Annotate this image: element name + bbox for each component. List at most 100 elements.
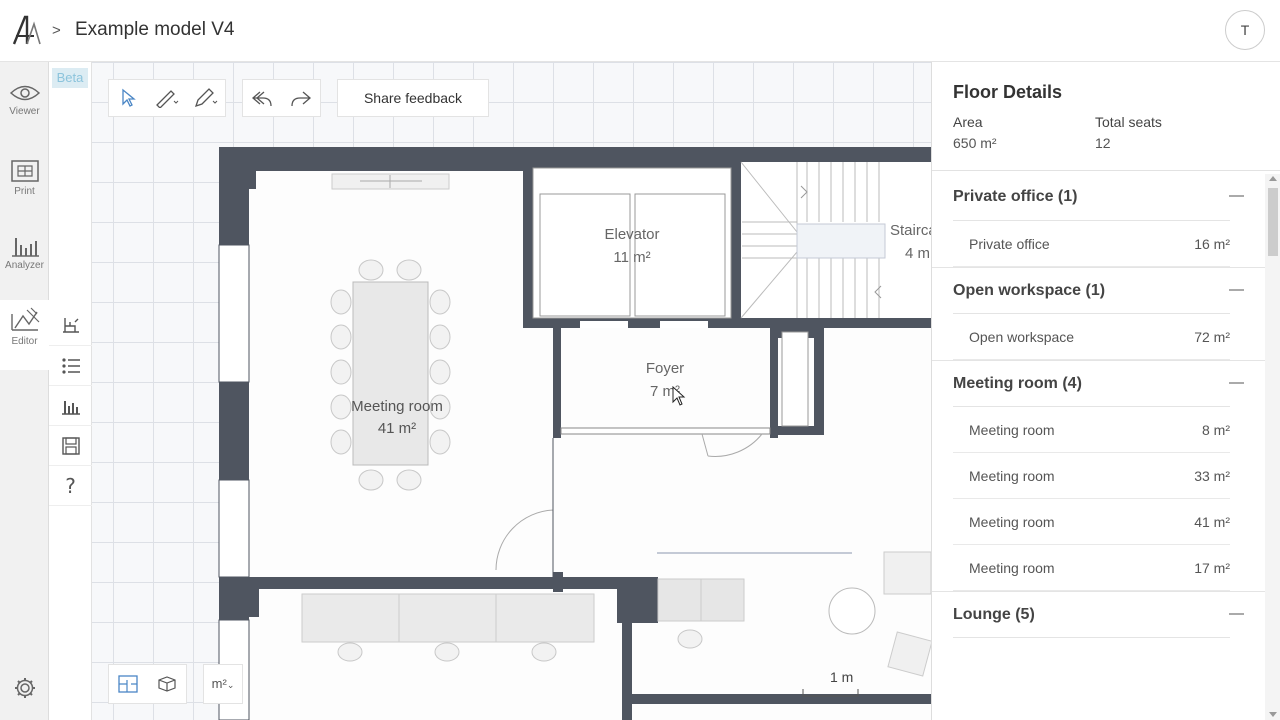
beta-badge: Beta xyxy=(52,68,88,88)
bar-chart-tool-button[interactable] xyxy=(49,386,92,426)
room-label-meeting-room[interactable]: Meeting room 41 m² xyxy=(337,396,457,440)
edit-toolbar xyxy=(108,79,226,117)
item-name: Meeting room xyxy=(969,514,1055,530)
divider xyxy=(953,406,1230,407)
item-area: 33 m² xyxy=(1194,468,1230,484)
draw-tool-button[interactable] xyxy=(186,80,225,116)
item-name: Private office xyxy=(969,236,1050,252)
analyzer-chart-icon xyxy=(11,238,39,257)
area-label: Area xyxy=(953,114,983,130)
bar-chart-icon xyxy=(61,400,80,415)
item-area: 72 m² xyxy=(1194,329,1230,345)
area-value: 650 m² xyxy=(953,135,997,151)
3d-view-button[interactable] xyxy=(148,666,187,702)
chevron-down-icon: ⌄ xyxy=(226,680,235,690)
total-seats-value: 12 xyxy=(1095,135,1111,151)
app-logo-icon[interactable] xyxy=(12,14,42,46)
collapse-minus-icon[interactable] xyxy=(1229,382,1244,384)
list-item[interactable]: Meeting room 8 m² xyxy=(953,407,1230,453)
item-area: 8 m² xyxy=(1202,422,1230,438)
room-area: 41 m² xyxy=(377,420,417,437)
collapse-minus-icon[interactable] xyxy=(1229,195,1244,197)
floor-plan[interactable] xyxy=(92,62,931,720)
editor-icon xyxy=(10,307,39,331)
top-bar: > Example model V4 T xyxy=(0,0,1280,62)
divider xyxy=(953,637,1230,638)
2d-view-button[interactable] xyxy=(109,666,148,702)
scroll-thumb[interactable] xyxy=(1268,188,1278,256)
item-name: Meeting room xyxy=(969,468,1055,484)
group-header-lounge[interactable]: Lounge (5) xyxy=(932,591,1265,637)
furniture-icon xyxy=(62,317,79,333)
save-icon xyxy=(61,436,80,455)
measure-tool-button[interactable] xyxy=(148,80,187,116)
nav-editor[interactable]: Editor xyxy=(0,300,49,370)
left-nav: Viewer Print Analyzer Editor xyxy=(0,62,49,720)
panel-title: Floor Details xyxy=(953,82,1063,102)
nav-print-label: Print xyxy=(14,186,35,197)
plan-canvas[interactable]: Elevator 11 m² Stairca 4 m Foyer 7 m² Me… xyxy=(92,62,931,720)
history-toolbar xyxy=(242,79,321,117)
group-header-open-workspace[interactable]: Open workspace (1) xyxy=(932,267,1265,313)
mouse-cursor-icon xyxy=(672,386,686,406)
list-item[interactable]: Open workspace 72 m² xyxy=(953,314,1230,360)
item-area: 17 m² xyxy=(1194,560,1230,576)
nav-viewer[interactable]: Viewer xyxy=(0,82,49,152)
room-label-foyer[interactable]: Foyer 7 m² xyxy=(625,357,705,403)
panel-scrollbar[interactable] xyxy=(1265,174,1280,720)
space-type-list[interactable]: Private office (1) Private office 16 m² … xyxy=(932,174,1265,720)
nav-viewer-label: Viewer xyxy=(9,106,40,117)
collapse-minus-icon[interactable] xyxy=(1229,289,1244,291)
redo-button[interactable] xyxy=(282,80,321,116)
help-icon: ? xyxy=(65,473,76,498)
group-header-private-office[interactable]: Private office (1) xyxy=(932,174,1265,220)
divider xyxy=(932,170,1280,171)
list-tool-button[interactable] xyxy=(49,346,92,386)
nav-editor-label: Editor xyxy=(11,336,38,347)
group-name: Private office (1) xyxy=(953,188,1078,205)
room-label-elevator[interactable]: Elevator 11 m² xyxy=(590,223,674,269)
help-tool-button[interactable]: ? xyxy=(49,466,92,506)
unit-selector[interactable]: m²⌄ xyxy=(203,664,243,704)
print-icon xyxy=(10,160,39,182)
user-avatar[interactable]: T xyxy=(1225,10,1265,50)
breadcrumb-separator: > xyxy=(52,22,61,39)
scale-label: 1 m xyxy=(830,669,854,685)
room-name: Meeting room xyxy=(351,398,443,415)
floorplan-2d-icon xyxy=(118,675,138,693)
measure-pencil-icon xyxy=(156,90,179,108)
scroll-up-arrow-icon[interactable] xyxy=(1269,176,1277,181)
undo-button[interactable] xyxy=(243,80,282,116)
share-feedback-button[interactable]: Share feedback xyxy=(337,79,489,117)
room-label-staircase[interactable]: Stairca 4 m xyxy=(890,219,931,265)
list-item[interactable]: Meeting room 17 m² xyxy=(953,545,1230,591)
list-icon xyxy=(61,357,80,374)
list-item[interactable]: Meeting room 33 m² xyxy=(953,453,1230,499)
nav-analyzer-label: Analyzer xyxy=(5,260,44,271)
rail-tools: ? xyxy=(49,306,92,506)
collapse-minus-icon[interactable] xyxy=(1229,613,1244,615)
settings-gear-icon[interactable] xyxy=(13,676,37,700)
pointer-icon xyxy=(122,88,137,107)
group-name: Open workspace (1) xyxy=(953,282,1106,299)
view-mode-toolbar xyxy=(108,664,187,704)
select-tool-button[interactable] xyxy=(109,80,148,116)
list-item[interactable]: Private office 16 m² xyxy=(953,221,1230,267)
item-area: 16 m² xyxy=(1194,236,1230,252)
nav-analyzer[interactable]: Analyzer xyxy=(0,232,49,302)
group-header-meeting-room[interactable]: Meeting room (4) xyxy=(932,360,1265,406)
pencil-icon xyxy=(194,88,218,108)
room-area: 4 m xyxy=(905,245,931,262)
scroll-down-arrow-icon[interactable] xyxy=(1269,712,1277,717)
room-area: 11 m² xyxy=(613,249,651,266)
model-title[interactable]: Example model V4 xyxy=(75,19,235,40)
list-item[interactable]: Meeting room 41 m² xyxy=(953,499,1230,545)
item-name: Open workspace xyxy=(969,329,1075,345)
group-name: Meeting room (4) xyxy=(953,375,1082,392)
nav-print[interactable]: Print xyxy=(0,158,49,228)
furniture-tool-button[interactable] xyxy=(49,306,92,346)
room-name: Elevator xyxy=(604,226,660,243)
room-name: Stairca xyxy=(890,222,931,239)
save-tool-button[interactable] xyxy=(49,426,92,466)
undo-icon xyxy=(252,91,272,107)
